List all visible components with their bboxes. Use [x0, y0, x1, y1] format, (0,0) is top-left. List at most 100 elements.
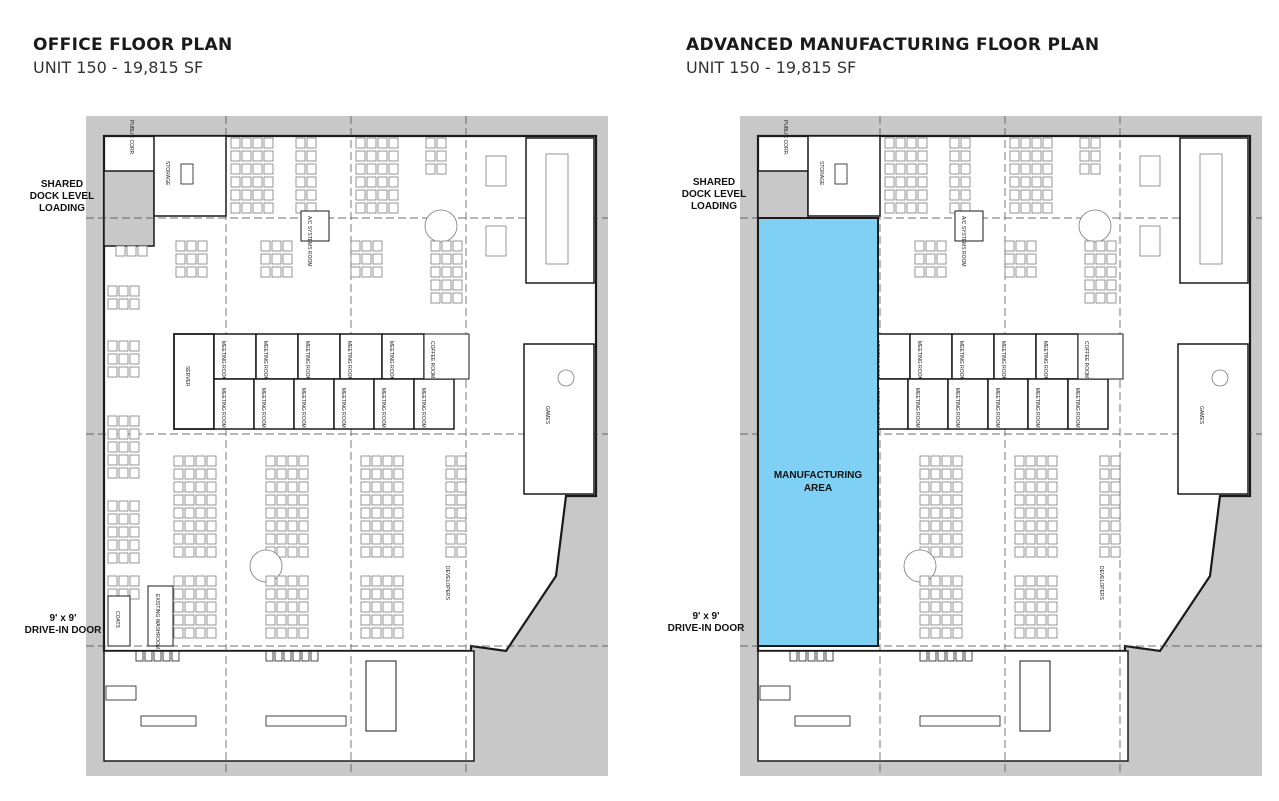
- desk: [287, 601, 298, 613]
- desk: [393, 627, 404, 639]
- toilet: [937, 650, 946, 662]
- desk: [884, 137, 895, 149]
- storage-label: STORAGE: [164, 161, 170, 186]
- desk: [118, 428, 129, 440]
- desk: [952, 546, 963, 558]
- desk: [263, 202, 274, 214]
- desk-cluster: [445, 455, 467, 558]
- desk: [298, 520, 309, 532]
- desk: [252, 189, 263, 201]
- desk: [306, 163, 317, 175]
- desk: [1099, 533, 1110, 545]
- desk: [936, 266, 947, 278]
- coffee-room-label: COFFEE ROOM: [429, 341, 435, 378]
- desk: [1025, 520, 1036, 532]
- desk: [1047, 507, 1058, 519]
- desk: [260, 253, 271, 265]
- desk: [1014, 520, 1025, 532]
- desk: [1014, 494, 1025, 506]
- desk: [107, 454, 118, 466]
- desk: [298, 494, 309, 506]
- desk: [276, 627, 287, 639]
- desk: [175, 266, 186, 278]
- desk-cluster: [914, 240, 947, 278]
- desk: [355, 150, 366, 162]
- desk: [377, 137, 388, 149]
- desk: [456, 481, 467, 493]
- coffee-room: [1077, 333, 1124, 380]
- desk: [265, 520, 276, 532]
- desk: [917, 176, 928, 188]
- desk: [118, 340, 129, 352]
- desk: [425, 150, 436, 162]
- desk: [360, 588, 371, 600]
- coffee-room: [423, 333, 470, 380]
- desk: [282, 240, 293, 252]
- desk: [263, 163, 274, 175]
- desk: [914, 266, 925, 278]
- desk-cluster: [107, 285, 140, 310]
- desk: [360, 507, 371, 519]
- desk: [917, 137, 928, 149]
- desk: [430, 240, 441, 252]
- desk: [265, 494, 276, 506]
- desk: [276, 546, 287, 558]
- desk: [195, 533, 206, 545]
- desk: [184, 507, 195, 519]
- desk: [1009, 176, 1020, 188]
- meeting-room: [213, 378, 255, 430]
- desk: [382, 533, 393, 545]
- meeting-room-label: MEETING ROOM: [304, 341, 310, 381]
- desk: [107, 415, 118, 427]
- desk: [930, 588, 941, 600]
- meeting-room-label: MEETING ROOM: [260, 388, 266, 428]
- toilet: [955, 650, 964, 662]
- toilet: [162, 650, 171, 662]
- desk: [350, 266, 361, 278]
- desk: [1014, 575, 1025, 587]
- desk: [371, 455, 382, 467]
- desk: [382, 546, 393, 558]
- desk: [377, 150, 388, 162]
- meeting-room: [339, 333, 383, 380]
- meeting-room-label: MEETING ROOM: [388, 341, 394, 381]
- desk: [952, 494, 963, 506]
- counter: [919, 715, 1001, 727]
- meeting-room: [1027, 378, 1069, 430]
- desk: [952, 533, 963, 545]
- desk: [173, 455, 184, 467]
- desk: [1026, 253, 1037, 265]
- desk: [952, 468, 963, 480]
- desk: [372, 240, 383, 252]
- desk: [1036, 588, 1047, 600]
- games-room: [523, 343, 595, 495]
- desk: [895, 163, 906, 175]
- developers-label: DEVELOPERS: [444, 566, 450, 601]
- desk: [456, 455, 467, 467]
- desk: [1025, 494, 1036, 506]
- desk: [445, 481, 456, 493]
- desk: [173, 494, 184, 506]
- desk: [906, 150, 917, 162]
- desk: [118, 285, 129, 297]
- desk: [371, 601, 382, 613]
- desk: [350, 253, 361, 265]
- desk: [382, 627, 393, 639]
- desk: [184, 533, 195, 545]
- desk: [1031, 150, 1042, 162]
- desk: [287, 533, 298, 545]
- desk: [252, 202, 263, 214]
- desk: [361, 240, 372, 252]
- desk: [930, 546, 941, 558]
- desk: [917, 202, 928, 214]
- desk: [107, 298, 118, 310]
- round-table: [1211, 369, 1229, 387]
- counter: [140, 715, 197, 727]
- toilet: [807, 650, 816, 662]
- desk: [206, 627, 217, 639]
- desk: [107, 467, 118, 479]
- desk: [276, 520, 287, 532]
- desk: [107, 441, 118, 453]
- desk: [906, 137, 917, 149]
- desk: [265, 627, 276, 639]
